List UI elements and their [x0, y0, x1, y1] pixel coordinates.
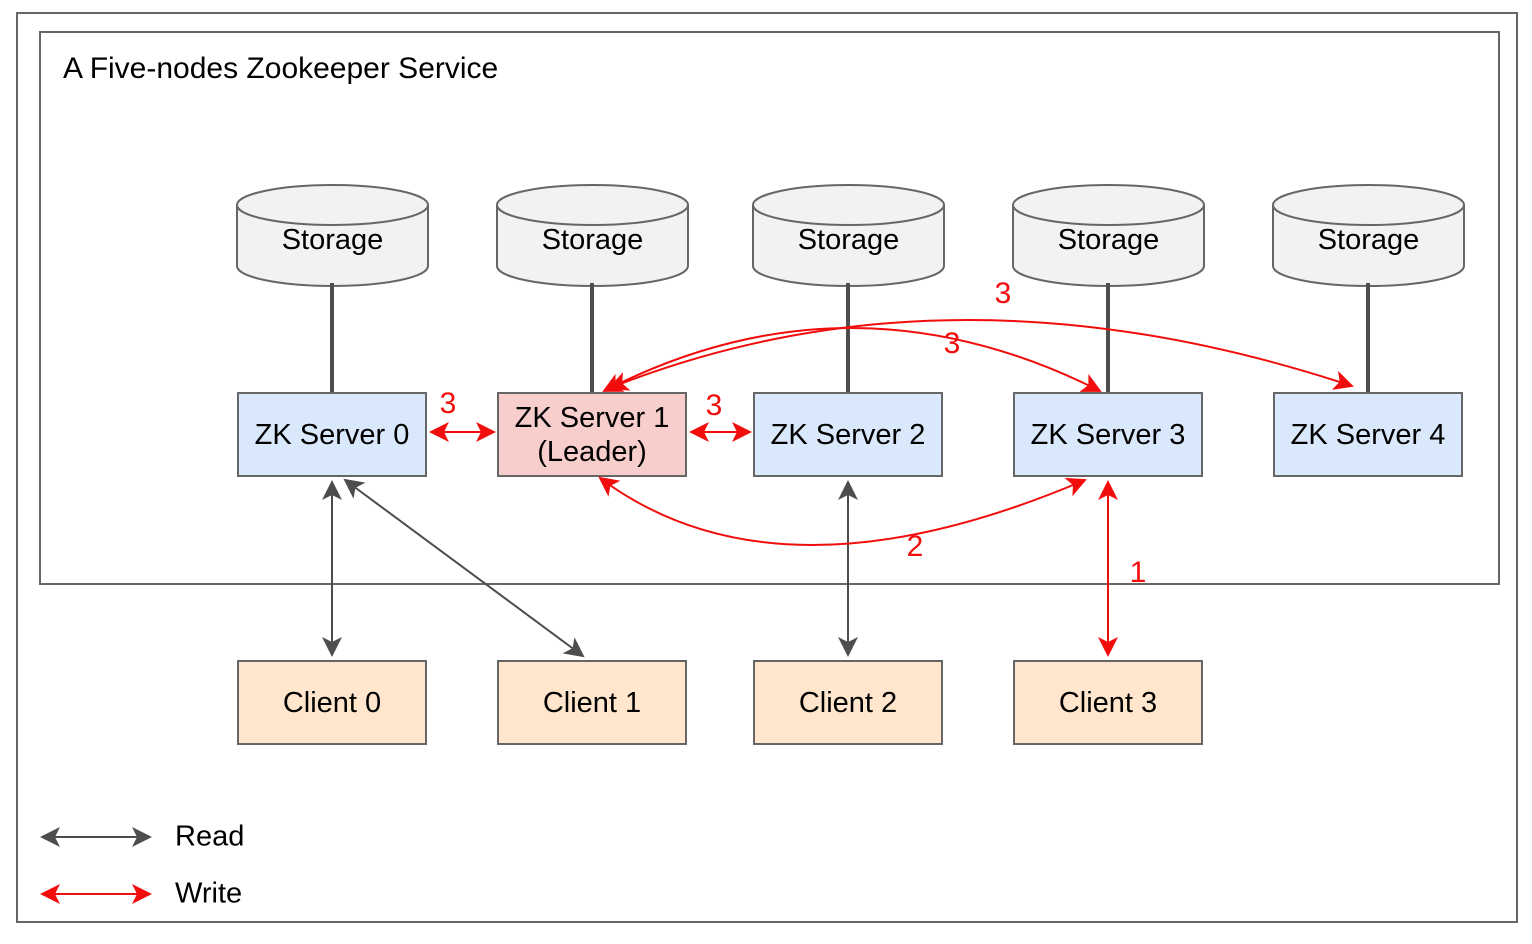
cylinder-icon: [496, 184, 689, 287]
diagram-title: A Five-nodes Zookeeper Service: [63, 52, 499, 85]
zk-server-2: ZK Server 2: [753, 392, 943, 477]
server-label: ZK Server 4: [1290, 418, 1446, 451]
legend-read-label: Read: [175, 820, 245, 853]
storage-node-0: Storage: [235, 183, 430, 288]
cylinder-icon: [236, 184, 429, 287]
storage-connector-4: [1366, 283, 1370, 392]
cylinder-icon: [1272, 184, 1465, 287]
client-label: Client 1: [542, 686, 642, 719]
storage-label: Storage: [797, 224, 900, 256]
client-0: Client 0: [237, 660, 427, 745]
zk-server-0: ZK Server 0: [237, 392, 427, 477]
client-1: Client 1: [497, 660, 687, 745]
server-label: ZK Server 0: [254, 418, 410, 451]
server-label: ZK Server 2: [770, 418, 926, 451]
storage-connector-0: [330, 283, 334, 392]
storage-node-2: Storage: [751, 183, 946, 288]
storage-node-4: Storage: [1271, 183, 1466, 288]
storage-connector-3: [1106, 283, 1110, 392]
step-label-3: 3: [705, 389, 723, 422]
server-label: ZK Server 1: [514, 401, 670, 434]
client-3: Client 3: [1013, 660, 1203, 745]
zk-server-1-leader: ZK Server 1 (Leader): [497, 392, 687, 477]
client-label: Client 3: [1058, 686, 1158, 719]
zk-server-3: ZK Server 3: [1013, 392, 1203, 477]
zk-server-4: ZK Server 4: [1273, 392, 1463, 477]
step-label-3: 3: [943, 327, 961, 360]
client-label: Client 0: [282, 686, 382, 719]
client-2: Client 2: [753, 660, 943, 745]
client-label: Client 2: [798, 686, 898, 719]
cylinder-icon: [752, 184, 945, 287]
step-label-3: 3: [439, 387, 457, 420]
step-label-2: 2: [906, 530, 924, 563]
server-label: ZK Server 3: [1030, 418, 1186, 451]
storage-label: Storage: [1057, 224, 1160, 256]
step-label-3: 3: [994, 277, 1012, 310]
server-sublabel: (Leader): [537, 435, 647, 468]
storage-connector-2: [846, 283, 850, 392]
storage-node-1: Storage: [495, 183, 690, 288]
storage-label: Storage: [281, 224, 384, 256]
zookeeper-service-boundary: [39, 31, 1500, 585]
legend-write-label: Write: [175, 877, 243, 910]
step-label-1: 1: [1129, 556, 1147, 589]
storage-connector-1: [590, 283, 594, 392]
outer-frame: [16, 12, 1518, 923]
cylinder-icon: [1012, 184, 1205, 287]
storage-label: Storage: [1317, 224, 1420, 256]
storage-label: Storage: [541, 224, 644, 256]
storage-node-3: Storage: [1011, 183, 1206, 288]
